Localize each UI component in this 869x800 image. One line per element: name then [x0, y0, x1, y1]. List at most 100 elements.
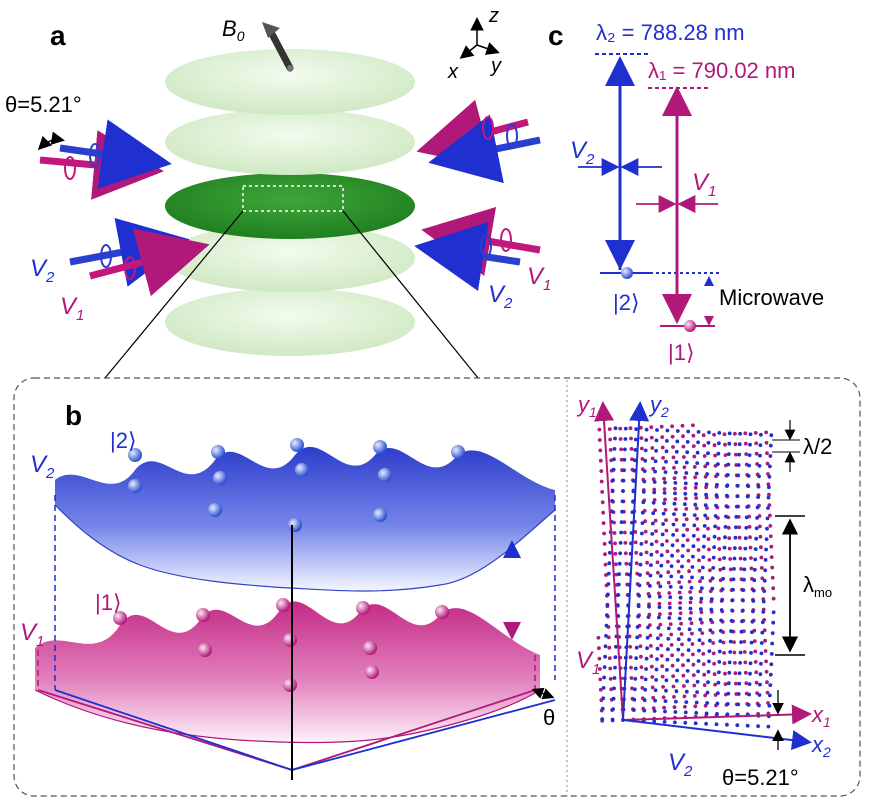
lattice-site [745, 723, 750, 728]
panel-c-label: c [548, 20, 564, 51]
lattice-site [650, 532, 655, 536]
lattice-site [675, 538, 680, 543]
lattice-site [751, 588, 756, 593]
lattice-site [700, 641, 705, 646]
lattice-site [669, 574, 674, 579]
lattice-site [710, 630, 715, 635]
lattice-site [675, 668, 680, 673]
lattice-site [599, 469, 604, 473]
lattice-site [654, 678, 658, 682]
lattice-site [722, 661, 727, 666]
lattice-site [678, 595, 683, 600]
lattice-site [694, 506, 699, 511]
potential-surface-v1 [35, 601, 540, 743]
lattice-site [653, 698, 657, 703]
lattice-site [664, 449, 669, 454]
lattice-site [749, 651, 753, 655]
lattice-site [681, 673, 686, 678]
lattice-site [686, 559, 691, 563]
potential-state-2-label: |2⟩ [110, 428, 137, 453]
lattice-site [702, 683, 707, 687]
lattice-site [640, 521, 645, 525]
lattice-site [667, 591, 672, 595]
lattice-site [749, 640, 754, 645]
lattice-site [633, 437, 638, 442]
lattice-site [638, 573, 642, 577]
lattice-site [642, 708, 647, 713]
lattice-site [770, 565, 775, 570]
lattice-site [685, 440, 690, 444]
lattice-site [752, 567, 757, 572]
lattice-site [768, 464, 772, 469]
lattice-site [706, 669, 711, 674]
lattice-site [730, 608, 734, 613]
lambda2-label: λ₂ = 788.28 nm [596, 20, 745, 45]
lattice-site [763, 649, 768, 653]
lattice-site [735, 494, 740, 499]
lattice-site [676, 569, 681, 574]
lattice-site [692, 454, 697, 459]
state-1-label: |1⟩ [668, 340, 695, 365]
lattice-site [623, 426, 628, 431]
lattice-site [673, 486, 677, 491]
lattice-site [629, 436, 633, 441]
lattice-site [755, 516, 759, 520]
beam-v1-label-right: V1 [527, 263, 551, 294]
lattice-site [623, 447, 627, 452]
zoom-region-box [242, 185, 344, 212]
lattice-site [602, 542, 607, 546]
lattice-site [614, 562, 618, 567]
lattice-site [673, 720, 677, 725]
lattice-site [657, 605, 662, 609]
lattice-site [713, 514, 718, 518]
lattice-site [747, 463, 751, 468]
lattice-site [636, 604, 641, 609]
lattice-site [647, 604, 651, 609]
lattice-site [671, 455, 676, 460]
lattice-site [627, 634, 632, 639]
lattice-site [667, 601, 672, 606]
lattice-site [616, 593, 621, 597]
lattice-site [667, 605, 672, 610]
lattice-site [644, 427, 649, 432]
lattice-site [657, 615, 661, 620]
lattice-site [704, 485, 708, 490]
lattice-site [713, 453, 717, 458]
lattice-site [677, 590, 682, 595]
lattice-site [657, 591, 661, 596]
lattice-site [763, 568, 768, 573]
lattice-site [613, 436, 617, 441]
lattice-site [706, 537, 711, 541]
lattice-site [769, 652, 774, 656]
lattice-site [724, 504, 729, 508]
lattice-site [771, 620, 776, 625]
lattice-site [602, 531, 606, 536]
lattice-site [705, 701, 709, 705]
lattice-site [764, 547, 768, 552]
lattice-site [640, 457, 645, 461]
lattice-site [612, 447, 617, 451]
lattice-site [769, 555, 774, 559]
lattice-site [727, 431, 732, 436]
lattice-site [701, 662, 706, 667]
lattice-site [605, 602, 610, 607]
lattice-site [742, 567, 747, 572]
lattice-site [717, 441, 721, 446]
lattice-site [771, 586, 776, 591]
lattice-site [683, 704, 687, 709]
lattice-site [743, 546, 748, 551]
lattice-site [743, 670, 748, 675]
lattice-site [701, 544, 706, 549]
lattice-site [710, 576, 715, 581]
lattice-site [723, 525, 728, 529]
lattice-site [735, 723, 740, 728]
lattice-site [743, 536, 748, 541]
lattice-site [653, 688, 658, 693]
lattice-site [669, 643, 674, 647]
lattice-site [614, 572, 619, 577]
lattice-site [679, 585, 683, 590]
panel-b-potentials: |2⟩ V2 |1⟩ V1 [20, 428, 556, 780]
lattice-site [606, 582, 611, 586]
lattice-site [664, 518, 668, 523]
lattice-site [659, 643, 664, 648]
